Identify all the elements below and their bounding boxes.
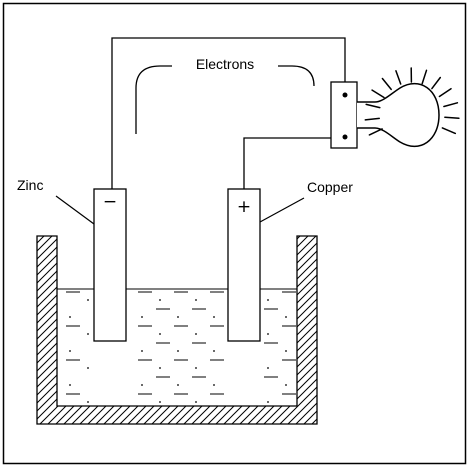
light-ray bbox=[381, 77, 392, 91]
electrolyte-dot bbox=[285, 350, 287, 352]
electrolyte-dot bbox=[267, 299, 269, 301]
socket-terminal-top bbox=[342, 92, 348, 98]
electrolyte-dot bbox=[213, 384, 215, 386]
light-ray bbox=[368, 128, 383, 136]
electrolyte-dot bbox=[195, 401, 197, 403]
electrolyte-dot bbox=[69, 316, 71, 318]
copper-plus-sign: + bbox=[237, 197, 251, 217]
light-ray bbox=[438, 87, 452, 98]
light-bulb-icon bbox=[357, 82, 440, 148]
electrolyte-dot bbox=[141, 384, 143, 386]
zinc-minus-sign: − bbox=[103, 192, 117, 212]
electrolyte-dot bbox=[267, 401, 269, 403]
electrolyte-dot bbox=[159, 299, 161, 301]
electrons-label: Electrons bbox=[196, 56, 254, 72]
light-ray bbox=[444, 116, 460, 120]
electrolyte-dot bbox=[195, 299, 197, 301]
light-ray bbox=[441, 127, 457, 135]
electrolyte-dot bbox=[213, 350, 215, 352]
electrolyte-dots bbox=[69, 299, 287, 403]
electrolyte-dot bbox=[267, 367, 269, 369]
light-ray bbox=[395, 70, 402, 85]
electrolyte-dot bbox=[159, 333, 161, 335]
light-rays-icon bbox=[364, 67, 460, 136]
socket-terminal-bottom bbox=[342, 134, 348, 140]
electrolyte-dot bbox=[195, 333, 197, 335]
electrolyte-dot bbox=[69, 384, 71, 386]
light-ray bbox=[365, 103, 381, 109]
electrolyte-dot bbox=[87, 367, 89, 369]
container-walls bbox=[36, 235, 318, 425]
zinc-leader-line bbox=[55, 195, 95, 225]
wire-copper-to-bulb bbox=[243, 137, 345, 189]
copper-electrode bbox=[227, 188, 261, 342]
electrolyte-dot bbox=[177, 350, 179, 352]
wire-zinc-to-bulb bbox=[111, 37, 346, 189]
electron-flow-curve bbox=[135, 65, 315, 134]
copper-label: Copper bbox=[307, 179, 353, 195]
electrolyte-dot bbox=[285, 316, 287, 318]
electrolyte-dot bbox=[87, 401, 89, 403]
electrolyte-dot bbox=[69, 350, 71, 352]
electrolyte-dot bbox=[195, 367, 197, 369]
electrolyte-dot bbox=[213, 316, 215, 318]
light-ray bbox=[443, 102, 459, 108]
light-ray bbox=[421, 69, 428, 85]
electrolyte-dot bbox=[159, 401, 161, 403]
electrolyte-dot bbox=[87, 333, 89, 335]
electrolyte-dot bbox=[177, 316, 179, 318]
zinc-electrode bbox=[93, 188, 127, 342]
electrolyte-dot bbox=[141, 316, 143, 318]
electrolyte-dot bbox=[267, 333, 269, 335]
electrolyte-dot bbox=[177, 384, 179, 386]
light-ray bbox=[364, 117, 380, 121]
zinc-label: Zinc bbox=[17, 177, 43, 193]
electrolyte-dot bbox=[285, 384, 287, 386]
light-ray bbox=[431, 76, 442, 90]
electrolyte-dot bbox=[159, 367, 161, 369]
electrolyte-dot bbox=[141, 350, 143, 352]
electrolyte-dot bbox=[87, 299, 89, 301]
light-ray bbox=[371, 89, 385, 99]
electrolyte-dashes bbox=[66, 291, 296, 395]
copper-leader-line bbox=[259, 197, 305, 223]
